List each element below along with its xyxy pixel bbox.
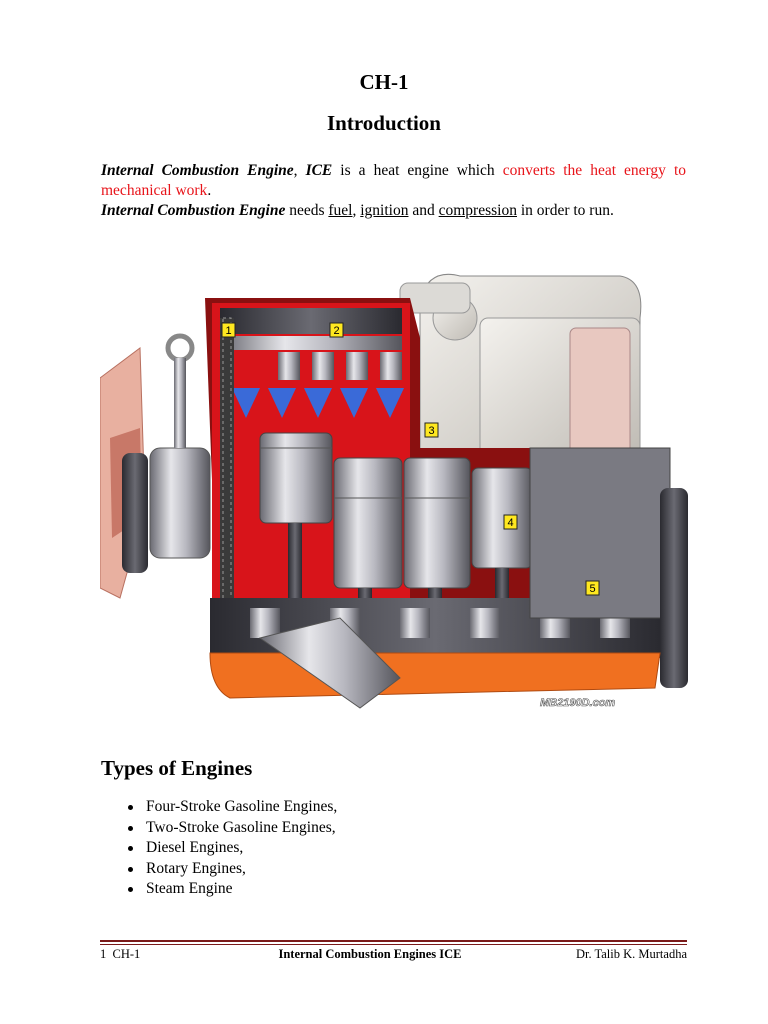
fan [100,347,148,599]
intake-manifold [399,273,642,469]
page-footer: 1 CH-1 Internal Combustion Engines ICE D… [100,947,687,965]
intro-text-3: in order to run. [516,202,614,219]
types-list: Four-Stroke Gasoline Engines, Two-Stroke… [124,797,337,900]
engine-cutaway-illustration: 1 2 3 4 5 MB2190D.com [100,273,688,709]
period: . [207,182,212,199]
list-item: Four-Stroke Gasoline Engines, [124,797,337,818]
footer-rule-thin [100,944,687,945]
intro-text-1: is a heat engine which [332,162,503,179]
intro-text: Internal Combustion Engine, ICE is a hea… [101,161,686,221]
svg-text:4: 4 [507,517,513,529]
requirement-compression: compression [438,202,517,219]
chapter-number: CH-1 [359,70,409,94]
footer-rule [100,940,687,942]
callout-1: 1 [221,322,236,338]
separator: , [293,162,306,179]
types-heading: Types of Engines [101,756,253,780]
footer-page-ref: 1 CH-1 [100,947,140,962]
separator: and [408,202,439,219]
callout-2: 2 [329,322,344,338]
list-item: Rotary Engines, [124,859,337,880]
list-item: Two-Stroke Gasoline Engines, [124,818,337,839]
footer-title: Internal Combustion Engines ICE [278,947,462,961]
flywheel [529,447,688,688]
callout-5: 5 [585,580,600,596]
abbr-ice: ICE [305,162,333,179]
callout-3: 3 [424,422,439,438]
requirement-fuel: fuel [328,202,353,219]
svg-text:5: 5 [589,583,595,595]
svg-text:3: 3 [428,425,434,437]
term-ice-2: Internal Combustion Engine [101,202,286,219]
requirement-ignition: ignition [360,202,409,219]
highlight-text: converts the heat energy to mechanical w… [101,162,687,199]
oil-pan [209,617,661,709]
alternator [149,333,211,559]
callout-4: 4 [503,514,518,530]
page-number: 1 [100,947,107,961]
svg-text:1: 1 [225,325,231,337]
footer-chapter: CH-1 [112,947,141,961]
list-item: Diesel Engines, [124,838,337,859]
list-item: Steam Engine [124,879,337,900]
pistons [259,432,533,628]
intro-paragraph-2: Internal Combustion Engine needs fuel, i… [101,201,686,221]
separator: , [352,202,361,219]
watermark-text: MB2190D.com [540,697,615,709]
intro-text-2: needs [285,202,329,219]
footer-author: Dr. Talib K. Murtadha [575,947,687,961]
intro-paragraph-1: Internal Combustion Engine, ICE is a hea… [101,161,686,201]
term-ice: Internal Combustion Engine [101,162,294,179]
svg-text:2: 2 [333,325,339,337]
section-title: Introduction [327,111,441,135]
